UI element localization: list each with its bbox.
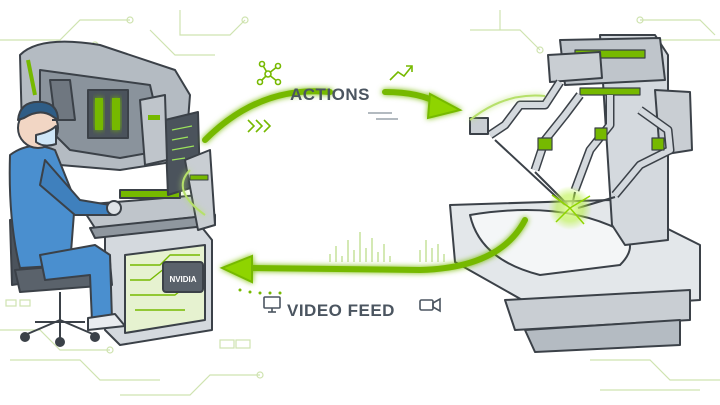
video-feed-label: VIDEO FEED	[287, 301, 395, 320]
trend-arrow-icon	[389, 65, 413, 81]
video-camera-icon	[419, 297, 441, 313]
video-feed-dots	[238, 288, 282, 295]
video-feed-arrow	[181, 169, 528, 284]
dash-lines	[368, 112, 398, 120]
chevrons-icon	[247, 119, 272, 133]
surgical-robot	[449, 34, 701, 353]
circuit-background	[0, 10, 720, 396]
brand-label: NVIDIA	[169, 275, 196, 284]
signal-waveform	[329, 232, 445, 262]
monitor-icon	[263, 296, 281, 313]
network-icon	[256, 60, 282, 86]
surgeon	[8, 100, 126, 347]
actions-arrow	[202, 88, 546, 143]
actions-label: ACTIONS	[290, 85, 370, 104]
